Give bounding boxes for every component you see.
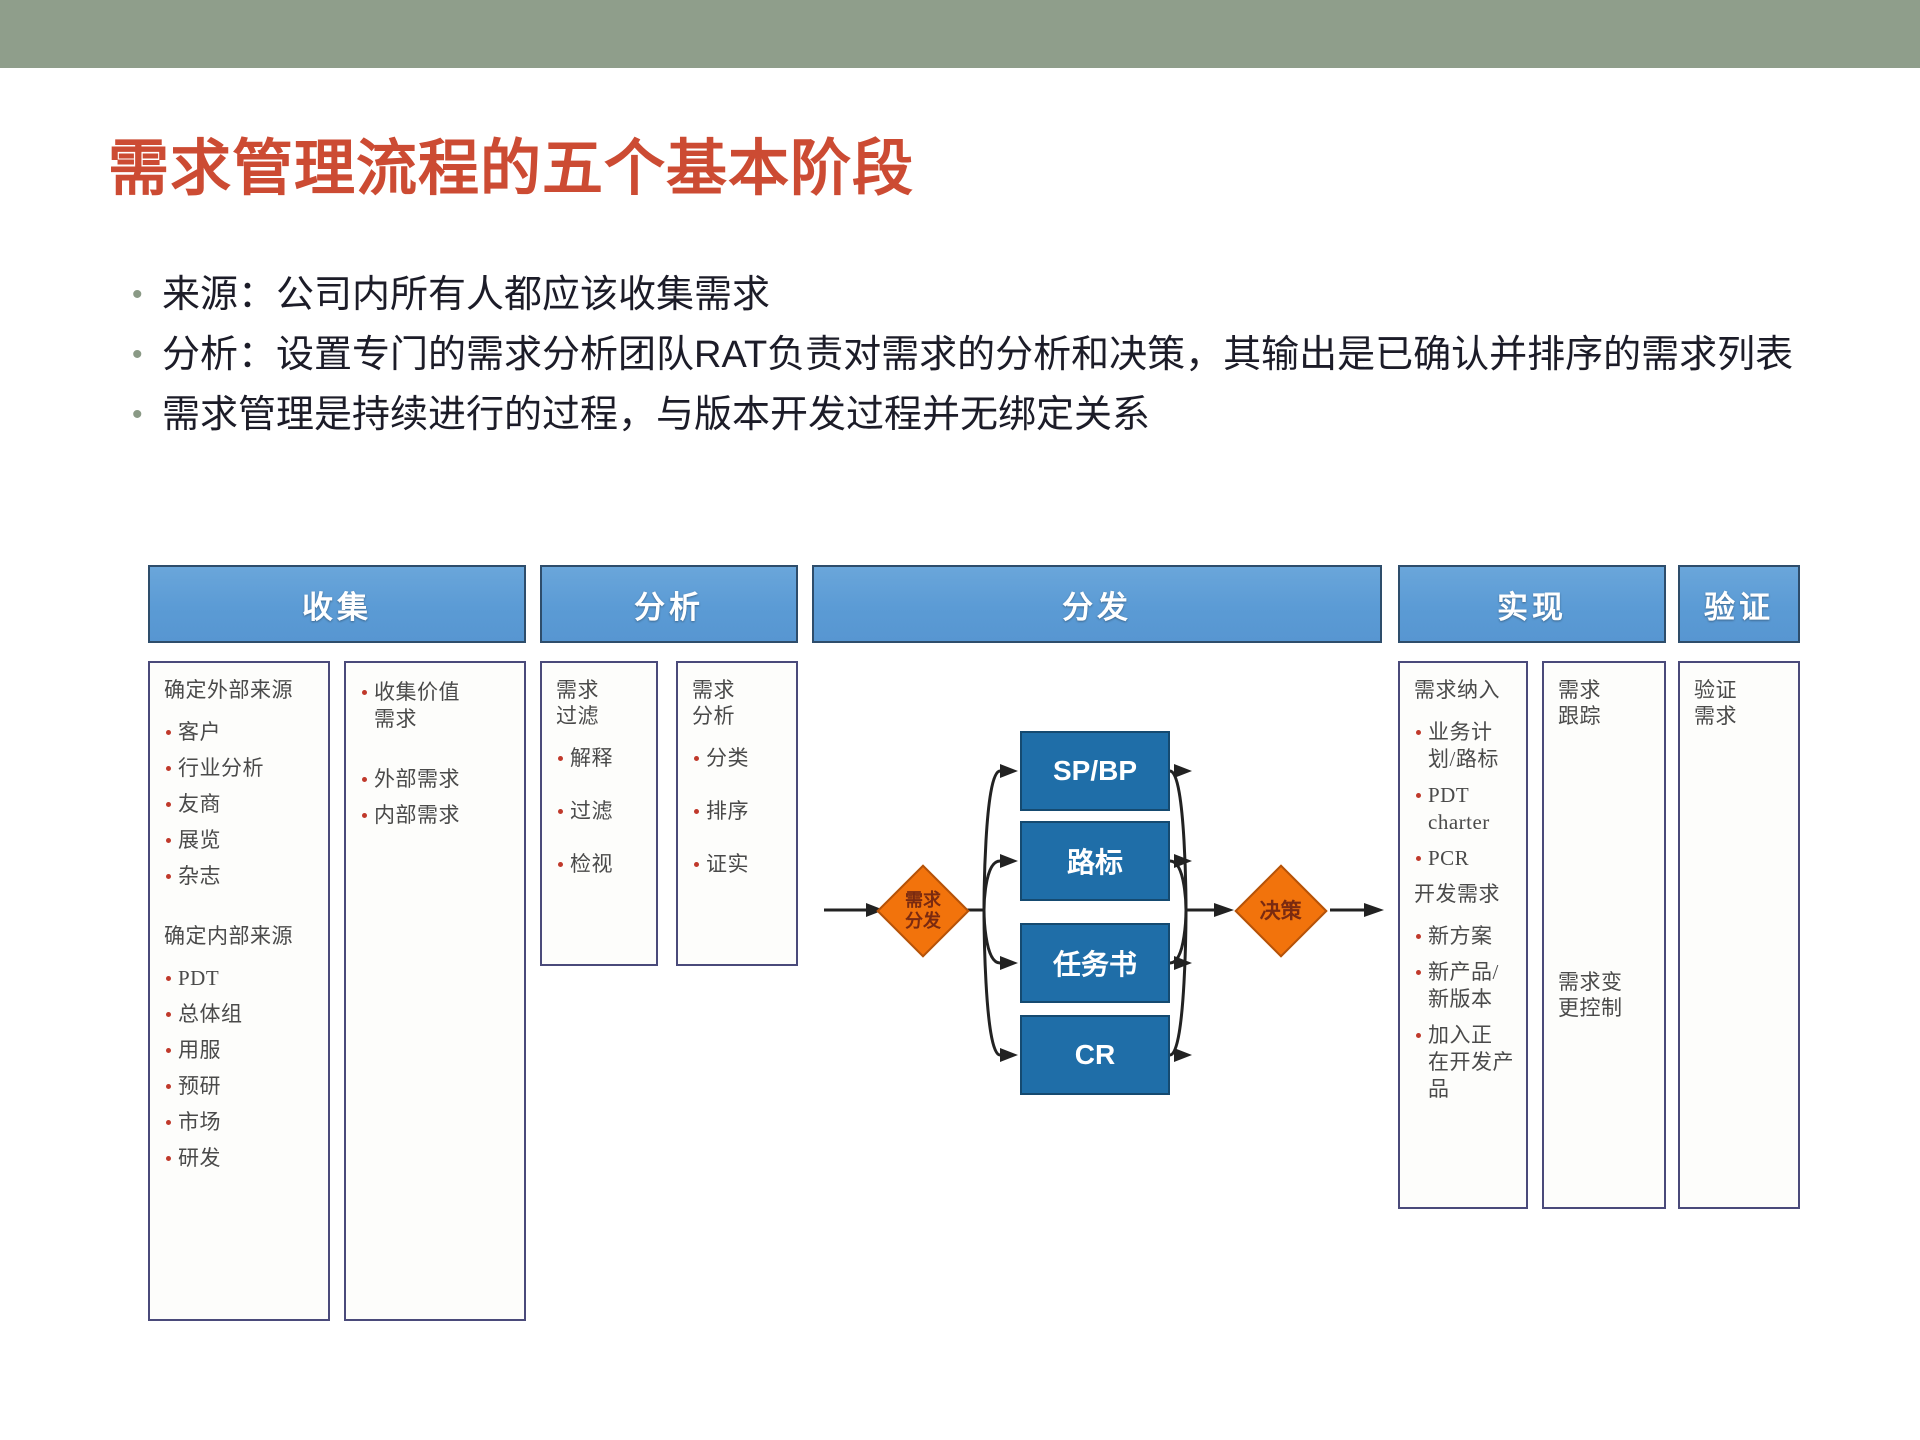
- panel-verify: 验证 需求: [1678, 661, 1800, 1209]
- list-item: 证实: [692, 851, 786, 878]
- panel-analyze-analysis: 需求 分析 分类 排序 证实: [676, 661, 798, 966]
- list-item: 行业分析: [164, 755, 318, 782]
- panel-items-2: 新方案 新产品/ 新版本 加入正 在开发产 品: [1414, 923, 1516, 1103]
- list-item: 内部需求: [360, 802, 514, 829]
- list-item: 客户: [164, 719, 318, 746]
- panel-items: 解释 过滤 检视: [556, 745, 646, 878]
- panel-collect-value: 收集价值 需求 外部需求 内部需求: [344, 661, 526, 1321]
- flow-decision-label: 决策: [1260, 898, 1302, 923]
- panel-heading: 验证 需求: [1694, 678, 1737, 728]
- list-item: • 来源：公司内所有人都应该收集需求: [128, 268, 1828, 322]
- bullet-text: 来源：公司内所有人都应该收集需求: [162, 274, 771, 316]
- list-item: PDT charter: [1414, 782, 1516, 836]
- bullet-dot-icon: •: [132, 338, 143, 371]
- flow-box-cr: CR: [1020, 1015, 1170, 1095]
- list-item: 外部需求: [360, 766, 514, 793]
- flow-box-task: 任务书: [1020, 923, 1170, 1003]
- list-item: 总体组: [164, 1001, 318, 1028]
- list-item: 收集价值 需求: [360, 679, 514, 733]
- list-item: 加入正 在开发产 品: [1414, 1022, 1516, 1103]
- requirements-process-diagram: 收集 分析 分发 实现 验证 确定外部来源 客户 行业分析 友商 展览 杂志 确…: [148, 565, 1838, 1355]
- flow-start-label: 需求 分发: [905, 890, 941, 931]
- panel-items-2: 外部需求 内部需求: [360, 766, 514, 829]
- stage-header-implement: 实现: [1398, 565, 1666, 643]
- list-item: 分类: [692, 745, 786, 772]
- bullet-dot-icon: •: [132, 278, 143, 311]
- panel-implement-tracking: 需求 跟踪 需求变 更控制: [1542, 661, 1666, 1209]
- top-decorative-band: [0, 0, 1920, 68]
- list-item: 业务计 划/路标: [1414, 719, 1516, 773]
- bullet-dot-icon: •: [132, 398, 143, 431]
- panel-heading: 需求 过滤: [556, 678, 599, 728]
- list-item: • 分析：设置专门的需求分析团队RAT负责对需求的分析和决策，其输出是已确认并排…: [128, 328, 1828, 382]
- panel-items: 业务计 划/路标 PDT charter PCR: [1414, 719, 1516, 872]
- stage-header-verify: 验证: [1678, 565, 1800, 643]
- panel-heading-2: 需求变 更控制: [1558, 970, 1623, 1020]
- list-item: 排序: [692, 798, 786, 825]
- panel-items: 客户 行业分析 友商 展览 杂志: [164, 719, 318, 890]
- panel-heading: 需求 分析: [692, 678, 735, 728]
- list-item: 新产品/ 新版本: [1414, 959, 1516, 1013]
- list-item: 预研: [164, 1073, 318, 1100]
- list-item: 友商: [164, 791, 318, 818]
- panel-items-2: PDT 总体组 用服 预研 市场 研发: [164, 965, 318, 1172]
- flow-box-sp-bp: SP/BP: [1020, 731, 1170, 811]
- list-item: PDT: [164, 965, 318, 992]
- list-item: 检视: [556, 851, 646, 878]
- list-item: 市场: [164, 1109, 318, 1136]
- panel-heading-2: 开发需求: [1414, 882, 1500, 906]
- list-item: PCR: [1414, 845, 1516, 872]
- list-item: 解释: [556, 745, 646, 772]
- flow-box-roadmap: 路标: [1020, 821, 1170, 901]
- panel-heading: 确定外部来源: [164, 678, 293, 702]
- panel-heading-2: 确定内部来源: [164, 924, 293, 948]
- stage-header-collect: 收集: [148, 565, 526, 643]
- flow-connectors: [824, 764, 1384, 1062]
- panel-heading: 需求纳入: [1414, 678, 1500, 702]
- list-item: 过滤: [556, 798, 646, 825]
- panel-items: 收集价值 需求: [360, 679, 514, 733]
- page-title: 需求管理流程的五个基本阶段: [108, 134, 915, 202]
- panel-collect-sources: 确定外部来源 客户 行业分析 友商 展览 杂志 确定内部来源 PDT 总体组 用…: [148, 661, 330, 1321]
- panel-heading: 需求 跟踪: [1558, 678, 1601, 728]
- stage-header-analyze: 分析: [540, 565, 798, 643]
- panel-analyze-filter: 需求 过滤 解释 过滤 检视: [540, 661, 658, 966]
- bullet-text: 需求管理是持续进行的过程，与版本开发过程并无绑定关系: [162, 394, 1151, 436]
- list-item: 研发: [164, 1145, 318, 1172]
- list-item: 展览: [164, 827, 318, 854]
- list-item: 杂志: [164, 863, 318, 890]
- panel-implement-intake: 需求纳入 业务计 划/路标 PDT charter PCR 开发需求 新方案 新…: [1398, 661, 1528, 1209]
- bullet-text: 分析：设置专门的需求分析团队RAT负责对需求的分析和决策，其输出是已确认并排序的…: [162, 334, 1794, 376]
- stage-header-dispatch: 分发: [812, 565, 1382, 643]
- list-item: • 需求管理是持续进行的过程，与版本开发过程并无绑定关系: [128, 388, 1828, 442]
- bullet-list: • 来源：公司内所有人都应该收集需求 • 分析：设置专门的需求分析团队RAT负责…: [128, 268, 1828, 448]
- panel-items: 分类 排序 证实: [692, 745, 786, 878]
- list-item: 用服: [164, 1037, 318, 1064]
- list-item: 新方案: [1414, 923, 1516, 950]
